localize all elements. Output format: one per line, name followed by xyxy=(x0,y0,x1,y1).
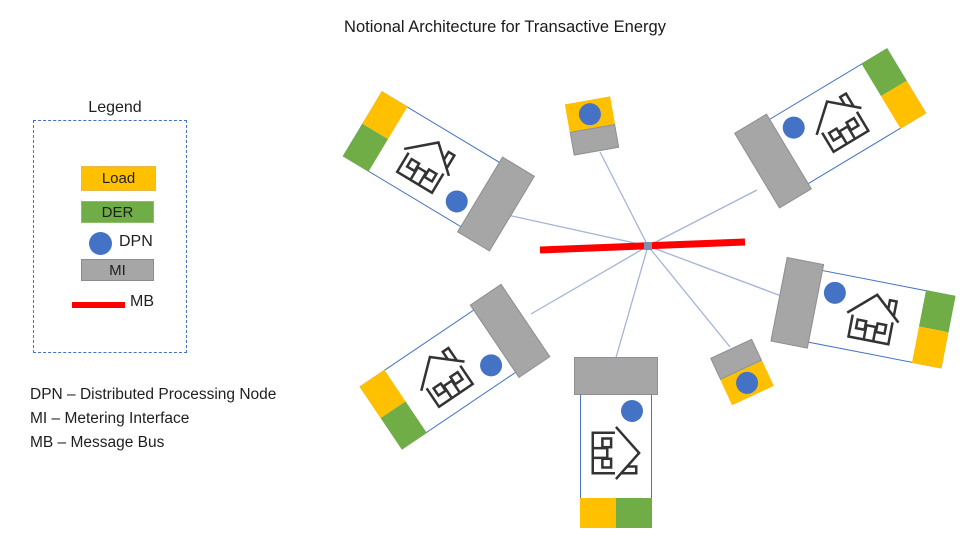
legend-load-swatch: Load xyxy=(81,166,156,191)
legend-mi-swatch: MI xyxy=(81,259,154,281)
house-icon xyxy=(589,424,643,482)
house-node-sw xyxy=(359,283,551,450)
connector-line xyxy=(599,151,649,247)
load-block xyxy=(580,498,616,528)
dpn-icon xyxy=(621,400,643,422)
house-icon xyxy=(388,124,466,200)
meter-node-n xyxy=(564,96,620,156)
house-node-s xyxy=(574,357,658,528)
connector-line xyxy=(502,213,649,247)
connector-line xyxy=(530,245,649,315)
house-node-nw xyxy=(342,91,535,252)
connector-line xyxy=(647,245,785,298)
house-node-e xyxy=(770,256,956,369)
legend-dpn-label: DPN xyxy=(119,233,153,250)
house-icon xyxy=(404,338,482,415)
diagram-title: Notional Architecture for Transactive En… xyxy=(344,18,666,36)
legend-title: Legend xyxy=(88,99,142,116)
abbreviation-mb: MB – Message Bus xyxy=(30,434,165,451)
connector-line xyxy=(647,245,731,348)
house-node-ne xyxy=(734,48,927,209)
connector-line xyxy=(647,189,758,247)
legend-der-label: DER xyxy=(101,203,134,221)
message-bus-line xyxy=(539,238,746,254)
legend-der-swatch: DER xyxy=(81,201,154,223)
abbreviation-mi: MI – Metering Interface xyxy=(30,410,190,427)
legend-box: Load DER DPN MI MB xyxy=(33,120,187,353)
message-bus-icon xyxy=(72,302,125,308)
der-block xyxy=(616,498,652,528)
legend-mb-label: MB xyxy=(130,293,154,310)
connector-line xyxy=(614,245,649,362)
mi-block xyxy=(574,357,658,395)
dpn-icon xyxy=(89,232,112,255)
legend-load-label: Load xyxy=(101,170,136,187)
abbreviation-dpn: DPN – Distributed Processing Node xyxy=(30,386,277,403)
abbreviation-list: DPN – Distributed Processing Node MI – M… xyxy=(30,383,276,455)
legend-mi-label: MI xyxy=(109,261,126,279)
hub-node xyxy=(644,242,652,250)
house-icon xyxy=(800,83,878,159)
house-icon xyxy=(839,285,906,349)
